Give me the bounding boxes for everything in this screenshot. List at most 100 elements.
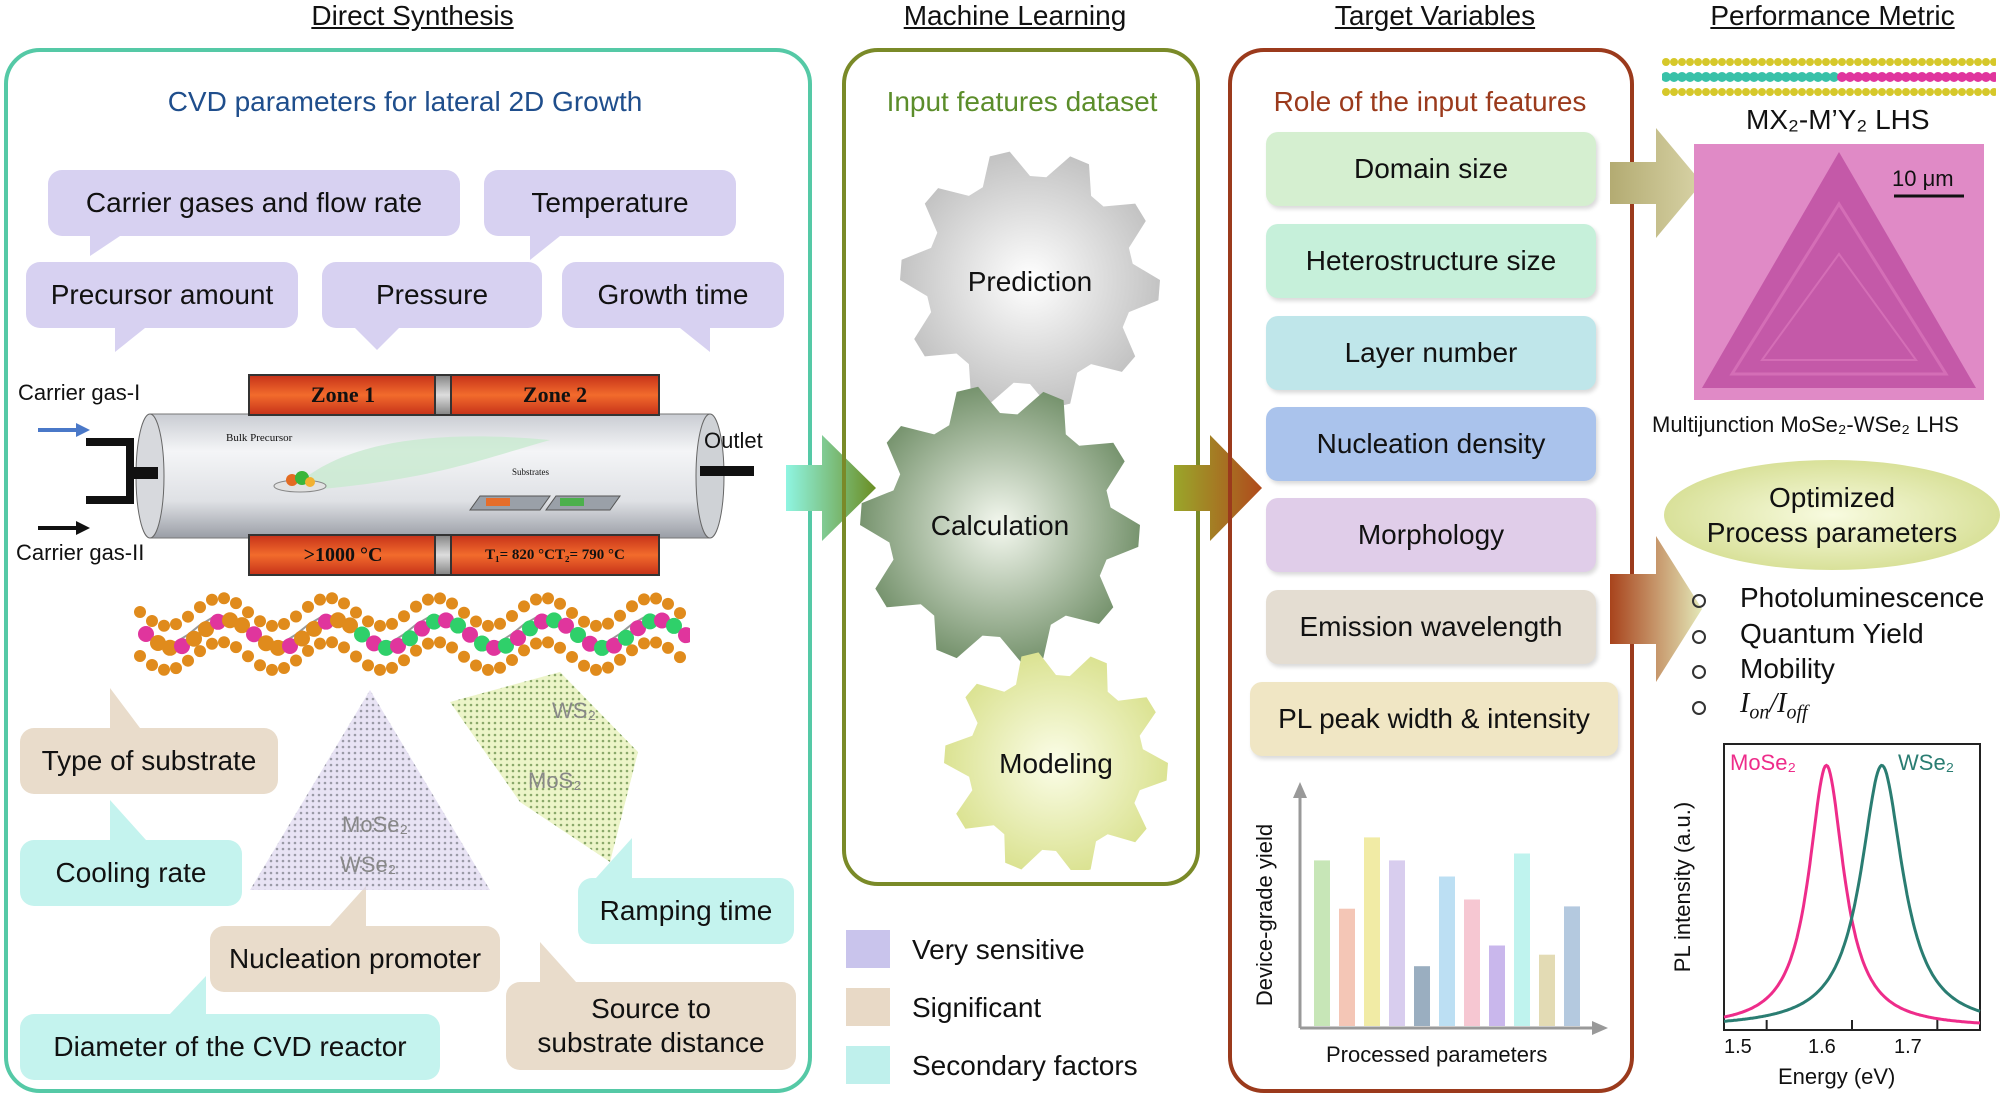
lattice-atom (162, 639, 178, 656)
metric-bullet (1692, 701, 1706, 715)
lhs-atom (1989, 72, 1996, 82)
target-pl-peak-width: PL peak width & intensity (1250, 682, 1618, 756)
lattice-atom (338, 641, 350, 654)
lattice-atom (434, 636, 446, 649)
lattice-atom (326, 592, 338, 605)
lhs-atom (1709, 72, 1719, 82)
legend-secondary: Secondary factors (912, 1050, 1138, 1081)
optimized-line1: Optimized (1768, 482, 1896, 513)
lhs-atom (1949, 72, 1959, 82)
lattice-atom (566, 650, 578, 663)
lhs-atom (1886, 58, 1894, 66)
series-label-mose2: MoSe₂ (1730, 750, 1797, 775)
bar (1314, 860, 1330, 1026)
lhs-atom (1830, 58, 1838, 66)
bubble-source-to-substrate: Source to substrate distance (506, 982, 796, 1070)
bubble-tail (680, 328, 710, 352)
lattice-atom (542, 636, 554, 649)
lhs-atom (1854, 88, 1862, 96)
lattice-atom (426, 613, 442, 630)
lattice-atom (278, 617, 290, 630)
series-mose2 (1723, 763, 1981, 1025)
arrow-ml-to-targets (1174, 435, 1262, 541)
lhs-atom (1766, 58, 1774, 66)
lhs-atom (1838, 88, 1846, 96)
lattice-atom (218, 592, 230, 605)
lattice-atom (326, 636, 338, 649)
lattice-atom (330, 612, 346, 629)
arrow-synthesis-to-ml (786, 435, 876, 541)
lhs-atom (1773, 72, 1783, 82)
lattice-atom (242, 606, 254, 619)
lattice-atom (498, 637, 514, 654)
arrow-targets-to-metrics (1610, 536, 1702, 682)
legend-significant: Significant (912, 992, 1042, 1023)
bubble-cooling-rate: Cooling rate (20, 840, 242, 906)
lattice-atom (198, 621, 214, 638)
lattice-atom (582, 635, 598, 652)
lattice-illustration (134, 592, 690, 676)
gas-arrows (38, 423, 90, 535)
temp-high-label: >1000 °C (303, 543, 383, 566)
lattice-atom (570, 626, 586, 643)
lhs-atom (1782, 58, 1790, 66)
pl-spectrum-chart (1723, 743, 1981, 1031)
ion-sub: on (1749, 701, 1770, 724)
target-layer-number: Layer number (1266, 316, 1596, 390)
direct-synthesis-panel (4, 48, 812, 1093)
lhs-atom (1750, 88, 1758, 96)
lattice-atom (342, 617, 358, 634)
lhs-atom (1941, 72, 1951, 82)
lattice-atom (398, 654, 410, 667)
lhs-atom (1918, 58, 1926, 66)
source-to-line2: substrate distance (537, 1027, 765, 1058)
lhs-atom (1733, 72, 1743, 82)
bar (1389, 860, 1405, 1026)
lattice-atom (602, 617, 614, 630)
temp-setpoints-label: T₁= 820 °CT₂= 790 °C (485, 546, 625, 563)
lattice-atom (158, 619, 170, 632)
lattice-atom (602, 661, 614, 674)
targets-title: Role of the input features (1273, 86, 1587, 117)
lhs-atom (1934, 88, 1942, 96)
lattice-atom (638, 637, 650, 650)
lhs-atom (1830, 88, 1838, 96)
targets-panel (1228, 48, 1634, 1093)
lhs-atom (1990, 88, 1996, 96)
lattice-atom (414, 620, 430, 637)
lattice-atom (294, 630, 310, 647)
bar (1414, 966, 1430, 1026)
lhs-atom (1837, 72, 1847, 82)
lhs-atom (1878, 58, 1886, 66)
lhs-atom (1710, 88, 1718, 96)
lattice-atom (158, 663, 170, 676)
bubble-tail (330, 886, 366, 926)
lattice-atom (150, 635, 166, 652)
bubble-tail (110, 688, 140, 728)
lhs-atom (1797, 72, 1807, 82)
legend-swatch-very-sensitive (846, 930, 890, 968)
triangle-crystal-mose2-wse2 (250, 690, 490, 890)
lattice-atom (486, 639, 502, 656)
lhs-atom (1822, 88, 1830, 96)
lattice-atom (206, 637, 218, 650)
series-wse2 (1723, 763, 1981, 1023)
lattice-atom (314, 637, 326, 650)
lattice-atom (134, 606, 146, 618)
bar-chart-xlabel: Processed parameters (1326, 1042, 1548, 1067)
lattice-atom (422, 637, 434, 650)
metric-bullet (1692, 665, 1706, 679)
lhs-atom (1862, 88, 1870, 96)
lhs-atom (1942, 58, 1950, 66)
lattice-atom (246, 626, 262, 643)
lhs-atom (1902, 88, 1910, 96)
metric-bullet (1692, 594, 1706, 608)
legend-very-sensitive: Very sensitive (912, 934, 1085, 965)
lattice-atom (554, 641, 566, 654)
lhs-atom (1678, 58, 1686, 66)
lhs-atomic-structure (1662, 58, 1996, 96)
lhs-atom (1910, 58, 1918, 66)
lhs-atom (1678, 88, 1686, 96)
lattice-atom (174, 638, 190, 655)
lattice-atom (182, 610, 194, 623)
